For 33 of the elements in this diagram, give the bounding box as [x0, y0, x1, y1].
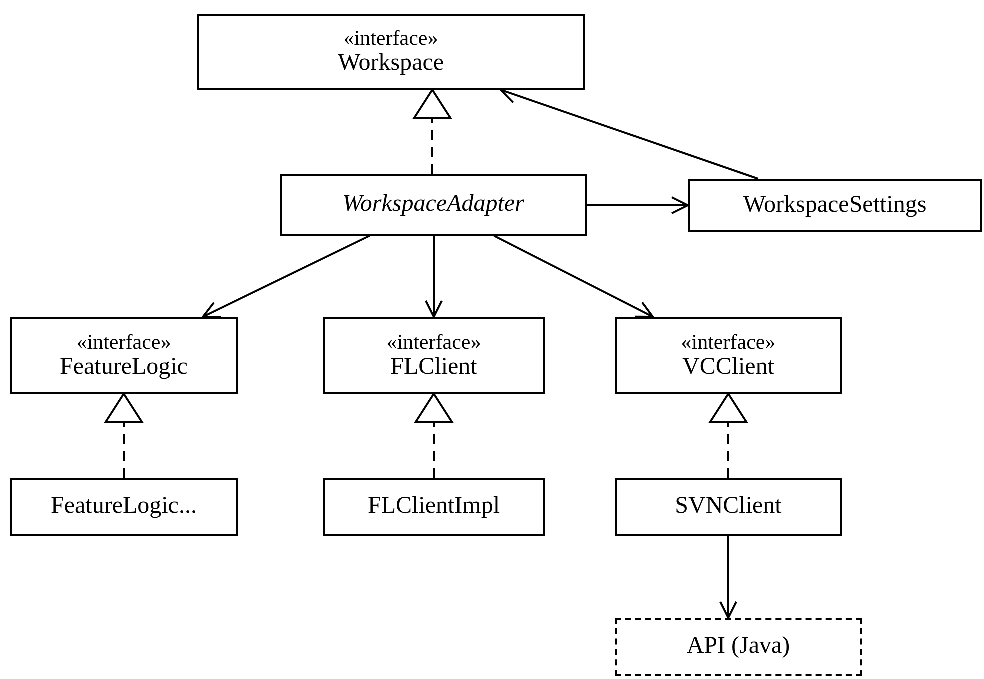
class-name: SVNClient	[675, 493, 782, 521]
association-arrow	[494, 235, 654, 318]
class-name: FeatureLogic	[60, 354, 188, 382]
class-box	[688, 179, 982, 232]
class-name: FLClient	[390, 354, 478, 382]
realization-arrow	[710, 393, 748, 478]
class-name: FLClientImpl	[368, 493, 500, 521]
class-box	[615, 317, 842, 394]
association-arrow	[720, 536, 738, 619]
external-component-box	[615, 618, 862, 676]
class-box	[323, 478, 545, 536]
realization-arrow	[105, 393, 143, 478]
class-name: WorkspaceAdapter	[342, 191, 524, 219]
class-box	[323, 317, 545, 394]
class-box	[197, 14, 585, 90]
stereotype-label: «interface»	[76, 330, 172, 354]
realization-arrow	[415, 393, 453, 478]
class-name: WorkspaceSettings	[743, 192, 927, 220]
class-name: VCClient	[682, 354, 774, 382]
class-box	[615, 478, 842, 536]
class-name: API (Java)	[686, 633, 790, 661]
association-arrow	[587, 196, 689, 214]
stereotype-label: «interface»	[344, 26, 438, 50]
realization-arrow	[414, 89, 452, 174]
class-box	[280, 174, 587, 236]
class-box	[10, 317, 238, 394]
association-arrow	[202, 235, 370, 318]
stereotype-label: «interface»	[386, 330, 482, 354]
class-box	[10, 478, 238, 536]
stereotype-label: «interface»	[681, 330, 776, 354]
class-name: FeatureLogic...	[51, 493, 197, 521]
class-name: Workspace	[338, 50, 444, 78]
association-arrow	[425, 236, 443, 318]
